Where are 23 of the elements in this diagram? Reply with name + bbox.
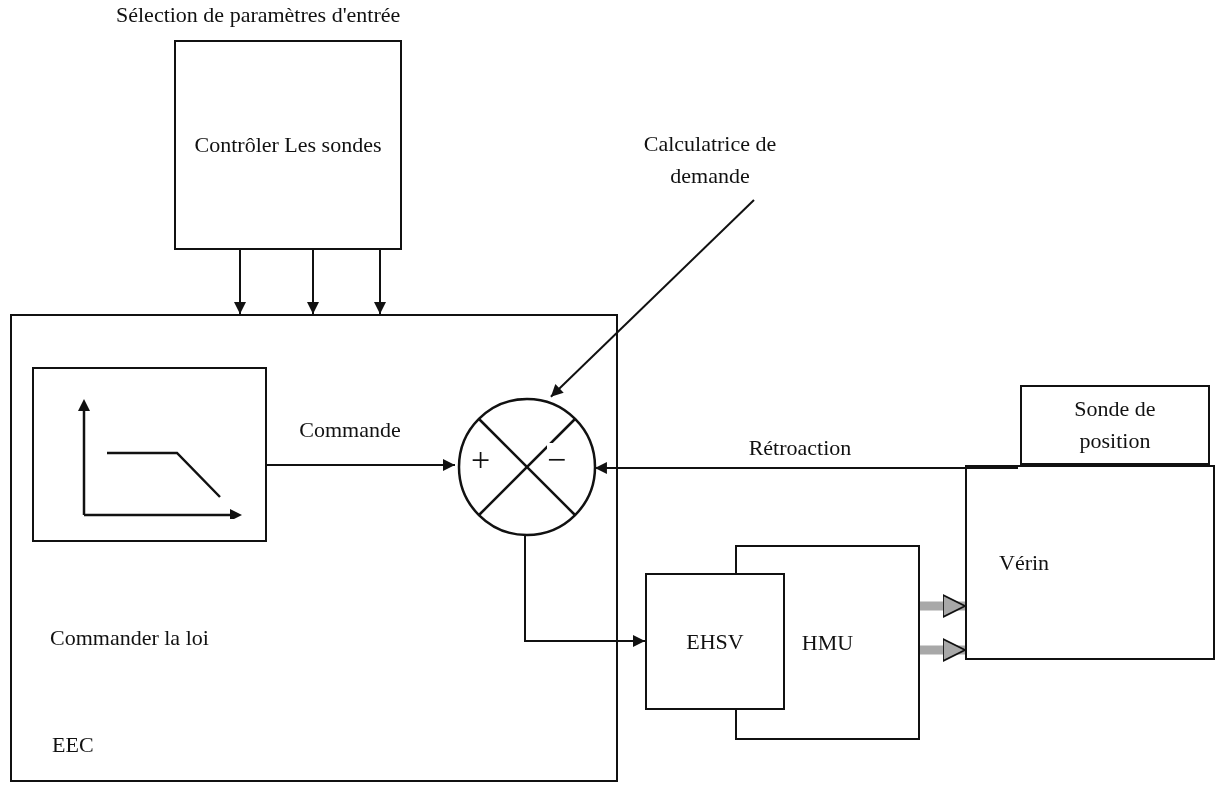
arrow	[524, 534, 646, 647]
process-box	[1020, 385, 1210, 465]
controller-block	[10, 314, 618, 782]
process-box	[645, 573, 785, 710]
block-label: HMU	[801, 628, 854, 657]
arrow	[264, 459, 456, 471]
block-label: EHSV	[686, 627, 744, 656]
arrow	[593, 462, 1019, 474]
block-label: Calculatrice de demande	[642, 130, 778, 190]
arrow	[307, 249, 319, 315]
graph-box	[32, 367, 267, 542]
arrow	[234, 249, 246, 315]
arrow	[920, 594, 966, 618]
process-box	[965, 465, 1215, 660]
block-label: EEC	[52, 732, 94, 758]
block-label: Vérin	[999, 548, 1050, 577]
block-label: Sonde de position	[1073, 395, 1157, 455]
arrow	[920, 638, 966, 662]
leader-arrow	[549, 199, 755, 398]
arrow	[374, 249, 386, 315]
block-heading: Sélection de paramètres d'entrée	[116, 2, 402, 28]
block-caption: Commander la loi	[50, 625, 209, 651]
block-label: Contrôler Les sondes	[194, 131, 382, 160]
